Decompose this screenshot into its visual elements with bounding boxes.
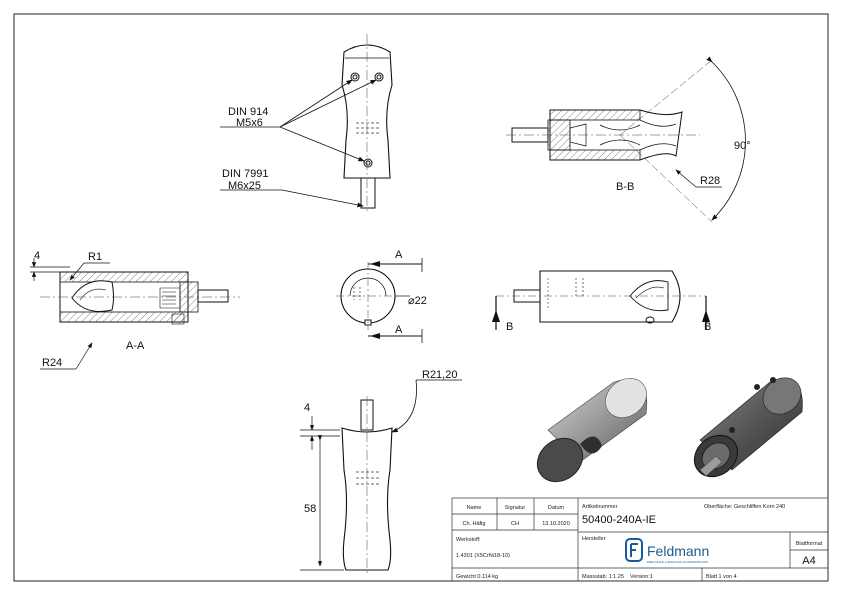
cut-marker-a-top: A <box>395 249 403 261</box>
tb-artikel-label: Artikelnummer <box>582 504 618 510</box>
tb-header-name: Name <box>467 505 482 511</box>
screw-size-m5x6: M5x6 <box>236 117 263 129</box>
tb-werkstoff-label: Werkstoff: <box>456 537 481 543</box>
logo-wordmark: Feldmann <box>647 543 709 559</box>
section-aa-view <box>30 258 240 370</box>
tb-signatur: CH <box>511 521 519 527</box>
iso-render-back <box>693 377 803 478</box>
tb-massstab: Massstab: 1:1.25 <box>582 574 624 580</box>
screw-leaders <box>220 79 377 208</box>
screw-label-din914: DIN 914 <box>228 106 268 118</box>
end-view <box>336 258 423 343</box>
tb-blattformat: A4 <box>802 555 815 567</box>
front-view <box>300 379 462 576</box>
screw-label-din7991: DIN 7991 <box>222 168 268 180</box>
top-view <box>341 34 393 214</box>
cut-marker-b-right: B <box>704 321 711 333</box>
tb-header-datum: Datum <box>548 505 565 511</box>
dim-4-aa: 4 <box>34 250 40 262</box>
logo-tagline: EDELSTAHL-HANDLAUF-SCHWEISSKUNST <box>647 560 709 564</box>
iso-render-front <box>536 378 648 483</box>
dim-58: 58 <box>304 503 316 515</box>
cut-marker-a-bottom: A <box>395 324 403 336</box>
tb-name: Ch. Häfig <box>463 521 486 527</box>
section-aa-label: A-A <box>126 340 145 352</box>
section-bb-view <box>506 56 746 223</box>
tb-header-signatur: Signatur <box>505 505 526 511</box>
screw-size-m6x25: M6x25 <box>228 180 261 192</box>
side-view <box>492 270 710 330</box>
section-bb-label: B-B <box>616 181 634 193</box>
tb-gewicht: Gewicht 0.114 kg <box>456 574 498 580</box>
feldmann-logo: Feldmann EDELSTAHL-HANDLAUF-SCHWEISSKUNS… <box>625 538 709 564</box>
radius-r28: R28 <box>700 175 720 187</box>
cut-marker-b-left: B <box>506 321 513 333</box>
radius-r1: R1 <box>88 251 102 263</box>
title-block <box>451 497 829 582</box>
tb-werkstoff: 1.4301 (X5CrNi18-10) <box>456 553 510 559</box>
tb-artikelnummer: 50400-240A-IE <box>582 514 656 526</box>
tb-version: Version:1 <box>630 574 653 580</box>
tb-blattformat-label: Blattformat <box>796 541 823 547</box>
tb-hersteller-label: Hersteller <box>582 536 606 542</box>
diameter-22: ⌀22 <box>408 295 427 307</box>
tb-oberflaeche: Oberfläche: Geschliffen Korn 240 <box>704 504 785 510</box>
angle-90: 90° <box>734 140 751 152</box>
sheet-border <box>13 13 829 582</box>
radius-r21-20: R21,20 <box>422 369 457 381</box>
tb-datum: 13.10.2020 <box>542 521 570 527</box>
dim-4-front: 4 <box>304 402 310 414</box>
radius-r24: R24 <box>42 357 62 369</box>
tb-blatt: Blatt 1 von 4 <box>706 574 737 580</box>
